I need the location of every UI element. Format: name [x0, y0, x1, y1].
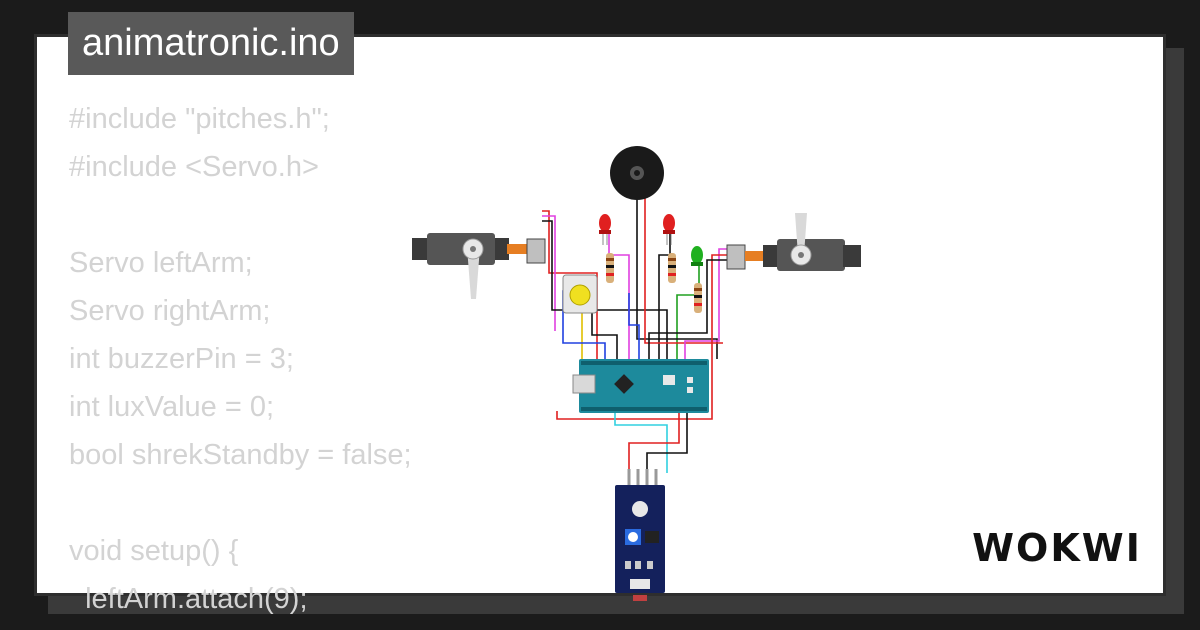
resistor-icon [694, 283, 702, 313]
code-line: #include <Servo.h> [69, 151, 319, 183]
code-line: int luxValue = 0; [69, 391, 275, 423]
circuit-diagram [412, 146, 861, 601]
wire-magenta [542, 215, 556, 331]
wire-black [658, 229, 671, 359]
buzzer-icon [610, 146, 664, 200]
preview-card: #include "pitches.h"; #include <Servo.h>… [34, 34, 1166, 615]
light-sensor-module-icon [615, 469, 665, 601]
wire-red [644, 193, 723, 344]
wire-black [542, 220, 668, 359]
wire-red [556, 254, 729, 420]
wokwi-logo: WOKWI [972, 526, 1142, 570]
code-preview: #include "pitches.h"; #include <Servo.h>… [69, 95, 412, 623]
led-red-icon [599, 214, 611, 245]
code-line [69, 191, 412, 239]
wire-magenta [684, 248, 729, 359]
servo-right-icon [726, 213, 861, 271]
wokwi-logo-text: WOKWI [972, 526, 1142, 570]
wire-cyan [614, 411, 668, 473]
page-title: animatronic.ino [68, 12, 354, 75]
wire-black [591, 303, 618, 359]
code-line: leftArm.attach(9); [69, 583, 308, 615]
wire-black [646, 411, 688, 473]
code-line: Servo rightArm; [69, 295, 271, 327]
wire-green [676, 253, 700, 359]
code-line: void setup() { [69, 535, 239, 567]
wire-black [648, 259, 729, 359]
wires [542, 193, 729, 473]
code-line: #include "pitches.h"; [69, 103, 330, 135]
code-line: bool shrekStandby = false; [69, 439, 412, 471]
led-green-icon [691, 246, 703, 266]
code-line: int buzzerPin = 3; [69, 343, 294, 375]
led-red-icon [663, 214, 675, 245]
wire-red [628, 411, 680, 473]
wire-magenta [608, 233, 630, 359]
pushbutton-icon [562, 274, 598, 314]
code-line: Servo leftArm; [69, 247, 253, 279]
resistor-icon [606, 253, 614, 283]
resistor-icon [668, 253, 676, 283]
code-line [69, 479, 412, 527]
wire-black [636, 193, 718, 359]
wire-blue [628, 293, 640, 359]
servo-left-icon [412, 233, 546, 299]
arduino-nano-icon [572, 359, 709, 413]
